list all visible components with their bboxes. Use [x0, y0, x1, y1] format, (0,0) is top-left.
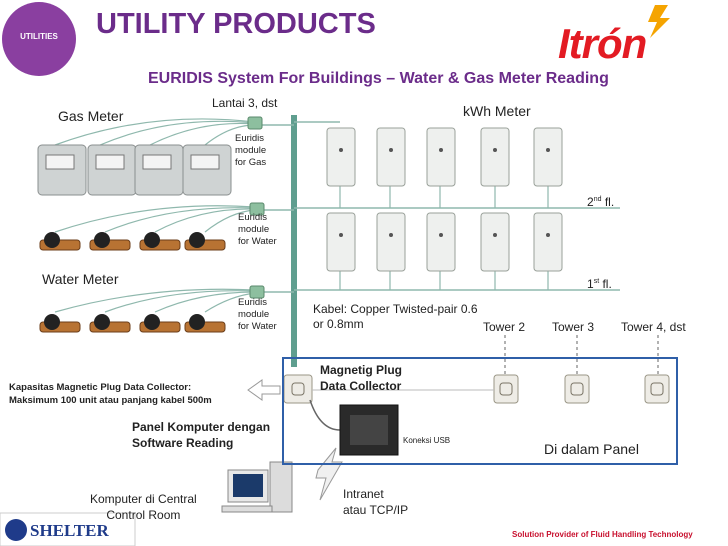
gas-meters [37, 144, 232, 196]
lantai-label: Lantai 3, dst [212, 96, 278, 110]
floor1-label: 1st fl. [587, 277, 612, 291]
utilities-badge [2, 2, 76, 76]
plug-collectors [283, 374, 670, 404]
capacity-arrow-icon [247, 379, 281, 401]
water-meters-row2 [39, 232, 226, 251]
page-subtitle: EURIDIS System For Buildings – Water & G… [148, 70, 609, 87]
kwh-meters-row2 [326, 127, 563, 187]
tower4-label: Tower 4, dst [621, 320, 686, 334]
gas-meter-label: Gas Meter [58, 108, 124, 124]
euridis-modules [247, 116, 265, 299]
tower-lines [504, 335, 659, 375]
tower3-label: Tower 3 [552, 320, 595, 334]
logo-lightning-icon [648, 5, 670, 38]
footer-tagline: Solution Provider of Fluid Handling Tech… [512, 530, 693, 539]
water-meters-row1 [39, 314, 226, 333]
water2-fan-lines [54, 205, 256, 233]
inside-panel-box [282, 357, 678, 465]
floor2-label: 2nd fl. [587, 195, 615, 209]
main-bus-line [291, 115, 297, 367]
intranet-lightning-icon [315, 447, 343, 501]
inside-panel-label: Di dalam Panel [544, 441, 639, 457]
tower2-label: Tower 2 [483, 320, 526, 334]
central-computer-icon [221, 461, 293, 513]
water-meter-label: Water Meter [42, 271, 119, 287]
capacity-label: Kapasitas Magnetic Plug Data Collector:M… [9, 382, 212, 406]
kwh-meter-label: kWh Meter [463, 103, 531, 119]
shelter-logo: SHELTER [30, 521, 109, 540]
water1-fan-lines [54, 288, 256, 313]
page-title: UTILITY PRODUCTS [96, 8, 376, 40]
itron-logo: Itrón [558, 20, 647, 67]
usb-label: Koneksi USB [403, 436, 451, 445]
gas-fan-lines [54, 118, 256, 146]
utilities-badge-label: UTILITIES [20, 32, 58, 41]
kwh-meters-row1 [326, 212, 563, 272]
